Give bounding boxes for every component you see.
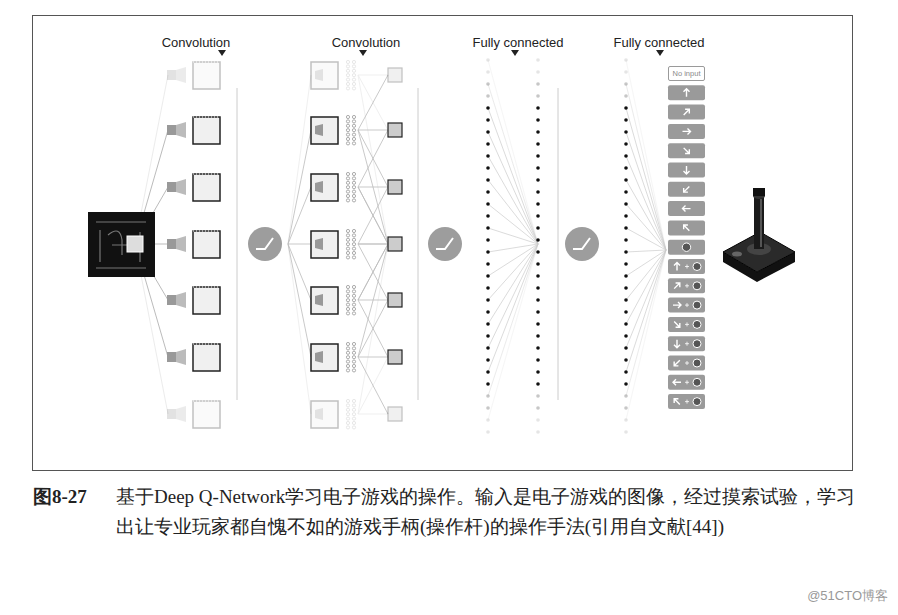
figure-caption: 基于Deep Q-Network学习电子游戏的操作。输入是电子游戏的图像，经过摸… <box>116 482 856 541</box>
button-label: No input <box>673 70 701 78</box>
action-button <box>668 259 705 274</box>
action-button <box>668 163 705 178</box>
action-button <box>668 298 705 313</box>
action-button <box>668 182 705 197</box>
action-button: No input <box>668 66 705 81</box>
action-button <box>668 336 705 351</box>
action-button <box>668 201 705 216</box>
action-button <box>668 356 705 371</box>
layer-heading: Convolution <box>162 35 231 51</box>
figure-frame <box>33 16 853 471</box>
layer-heading: Convolution <box>332 35 401 51</box>
layer-heading: Fully connected <box>472 35 563 51</box>
action-button <box>668 240 705 255</box>
action-button <box>668 105 705 120</box>
action-button <box>668 394 705 409</box>
action-button <box>668 85 705 100</box>
network <box>88 50 705 434</box>
action-button <box>668 278 705 293</box>
action-button <box>668 220 705 235</box>
action-button <box>668 143 705 158</box>
layer-heading: Fully connected <box>613 35 704 51</box>
figure-number: 图8-27 <box>33 482 87 512</box>
watermark: @51CTO博客 <box>807 588 888 604</box>
joystick <box>723 188 795 282</box>
action-button <box>668 124 705 139</box>
action-button <box>668 375 705 390</box>
action-button <box>668 317 705 332</box>
